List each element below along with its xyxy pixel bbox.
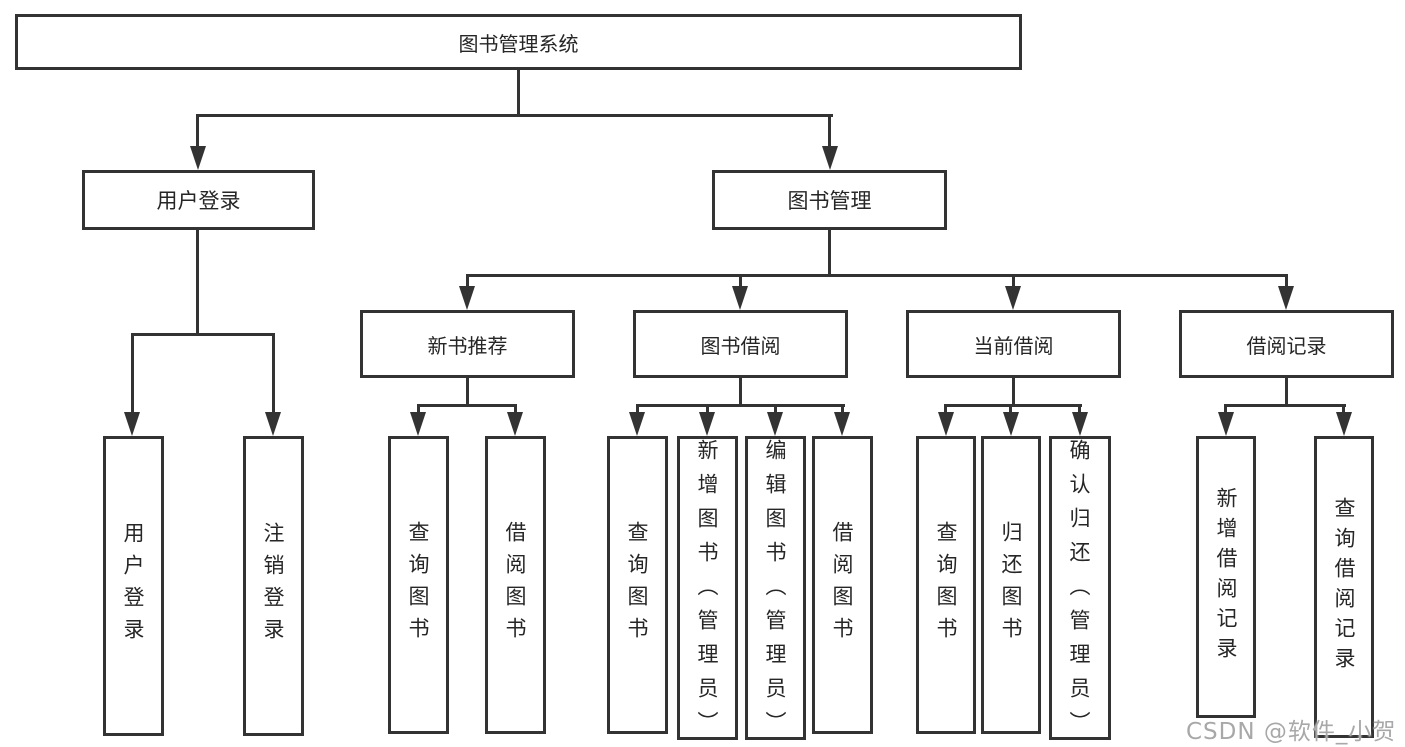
connector-line <box>828 114 831 148</box>
connector-line <box>636 404 639 416</box>
arrow-down-icon <box>834 412 850 436</box>
arrow-down-icon <box>507 412 523 436</box>
connector-line <box>1285 274 1288 288</box>
node-user-login: 用户登录 <box>82 170 315 230</box>
connector-line <box>196 114 199 148</box>
connector-line <box>466 378 469 407</box>
arrow-down-icon <box>410 412 426 436</box>
connector-line <box>1224 404 1227 416</box>
arrow-down-icon <box>732 286 748 310</box>
node-borrow-records-label: 借阅记录 <box>1246 333 1327 358</box>
leaf-query-books-current: 查询图书 <box>916 436 976 734</box>
connector-line <box>774 404 777 416</box>
leaf-query-books-recommend: 查询图书 <box>388 436 449 734</box>
arrow-down-icon <box>1003 412 1019 436</box>
node-book-management-label: 图书管理 <box>787 189 872 213</box>
leaf-add-borrow-record: 新增借阅记录 <box>1196 436 1256 718</box>
connector-line <box>517 70 520 116</box>
arrow-down-icon <box>629 412 645 436</box>
node-user-login-label: 用户登录 <box>156 189 241 213</box>
connector-line <box>417 404 517 407</box>
connector-line <box>1342 404 1345 416</box>
node-new-book-recommend-label: 新书推荐 <box>427 333 508 358</box>
arrow-down-icon <box>1278 286 1294 310</box>
leaf-confirm-return-admin: 确认归还（管理员） <box>1049 436 1111 745</box>
arrow-down-icon <box>1072 412 1088 436</box>
connector-line <box>828 230 831 277</box>
leaf-query-borrow-record: 查询借阅记录 <box>1314 436 1374 738</box>
leaf-add-book-admin: 新增图书（管理员） <box>677 436 738 745</box>
node-book-borrow-label: 图书借阅 <box>700 333 781 358</box>
connector-line <box>944 404 1082 407</box>
connector-line <box>1078 404 1081 416</box>
node-library-system: 图书管理系统 <box>15 14 1022 70</box>
arrow-down-icon <box>1336 412 1352 436</box>
connector-line <box>1012 274 1015 288</box>
node-current-borrow: 当前借阅 <box>906 310 1121 378</box>
connector-line <box>944 404 947 416</box>
arrow-down-icon <box>124 412 140 436</box>
connector-line <box>466 274 1288 277</box>
connector-line <box>417 404 420 416</box>
connector-line <box>466 274 469 288</box>
connector-line <box>131 333 134 414</box>
arrow-down-icon <box>938 412 954 436</box>
connector-line <box>739 378 742 407</box>
arrow-down-icon <box>1218 412 1234 436</box>
leaf-return-books: 归还图书 <box>981 436 1041 734</box>
arrow-down-icon <box>1005 286 1021 310</box>
arrow-down-icon <box>822 146 838 170</box>
connector-line <box>131 333 275 336</box>
node-book-borrow: 图书借阅 <box>633 310 848 378</box>
connector-line <box>272 333 275 414</box>
connector-line <box>514 404 517 416</box>
leaf-borrow-books: 借阅图书 <box>812 436 873 734</box>
connector-line <box>841 404 844 416</box>
arrow-down-icon <box>265 412 281 436</box>
connector-line <box>196 114 833 117</box>
connector-line <box>1285 378 1288 407</box>
leaf-edit-book-admin: 编辑图书（管理员） <box>745 436 806 745</box>
connector-line <box>1012 378 1015 407</box>
connector-line <box>1009 404 1012 416</box>
connector-line <box>706 404 709 416</box>
leaf-query-books-borrow: 查询图书 <box>607 436 668 734</box>
arrow-down-icon <box>459 286 475 310</box>
connector-line <box>196 230 199 336</box>
connector-line <box>739 274 742 288</box>
leaf-logout: 注销登录 <box>243 436 304 736</box>
node-new-book-recommend: 新书推荐 <box>360 310 575 378</box>
connector-line <box>636 404 845 407</box>
node-library-system-label: 图书管理系统 <box>458 31 579 56</box>
arrow-down-icon <box>699 412 715 436</box>
arrow-down-icon <box>767 412 783 436</box>
arrow-down-icon <box>190 146 206 170</box>
node-current-borrow-label: 当前借阅 <box>973 333 1054 358</box>
node-borrow-records: 借阅记录 <box>1179 310 1394 378</box>
leaf-user-login: 用户登录 <box>103 436 164 736</box>
csdn-watermark: CSDN @软件_小贺同学 <box>1186 719 1397 745</box>
connector-line <box>1224 404 1346 407</box>
leaf-borrow-books-recommend: 借阅图书 <box>485 436 546 734</box>
node-book-management: 图书管理 <box>712 170 947 230</box>
